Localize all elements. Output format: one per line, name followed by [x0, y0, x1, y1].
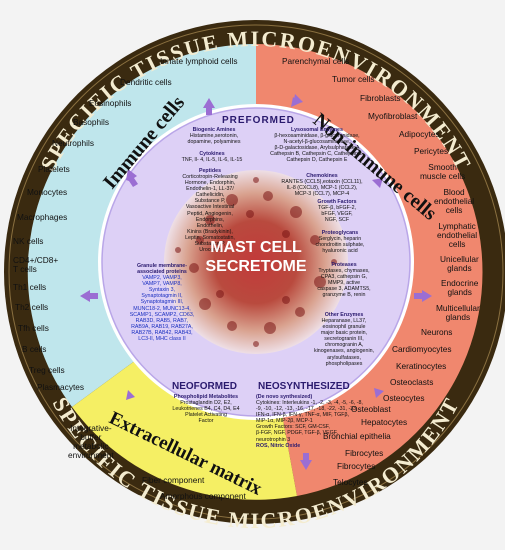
- other-enzymes-title: Other Enzymes: [324, 312, 364, 318]
- non-immune-cell-item: Telocytes: [333, 477, 368, 487]
- immune-cell-item: Treg cells: [29, 365, 65, 375]
- non-immune-cell-item: Tumor cells: [332, 74, 375, 84]
- ecm-item: Amorphous component: [160, 491, 246, 501]
- preformed-title: PREFORMED: [222, 115, 295, 126]
- biogenic-amines-text: Histamine,serotonin, dopamine, polyamine…: [187, 133, 241, 146]
- granule-block: Granule membrane- associated proteins VA…: [114, 263, 210, 342]
- non-immune-cell-item: Cardiomyocytes: [392, 344, 452, 354]
- cytokines-block: Cytokines TNF, Il- 4, IL-5, IL-6, IL-15: [162, 151, 262, 163]
- non-immune-cell-item: Smooth muscle cells: [420, 162, 466, 182]
- lysosomal-title: Lysosomal Enzymes: [291, 127, 343, 133]
- other-enzymes-block: Other Enzymes Heparanase, LL37, eosinoph…: [304, 312, 384, 367]
- non-immune-cell-item: Osteoclasts: [390, 377, 434, 387]
- growth-factors-block: Growth Factors TGF-β, bFGF-2, bFGF, VEGF…: [302, 199, 372, 223]
- immune-cell-item: NK cells: [13, 236, 44, 246]
- non-immune-cell-item: Myofibroblast: [368, 111, 418, 121]
- ecm-item: Fiber component: [142, 475, 205, 485]
- non-immune-cell-item: Hepatocytes: [361, 417, 408, 427]
- neosynthesized-title: NEOSYNTHESIZED: [258, 381, 350, 392]
- peptides-title: Peptides: [198, 168, 222, 174]
- cytokines-title: Cytokines: [199, 151, 225, 157]
- neoformed-title: NEOFORMED: [172, 381, 237, 392]
- non-immune-cell-item: Lymphatic endothelial cells: [437, 221, 478, 250]
- non-immune-cell-item: Fibrocytes: [337, 461, 376, 471]
- lysosomal-block: Lysosomal Enzymes β-hexosaminidase, β-gl…: [262, 127, 372, 163]
- growth-factors-text: TGF-β, bFGF-2, bFGF, VEGF, NGF, SCF: [317, 205, 357, 224]
- ecm-item: Integrative- buffer metabolic environmen…: [68, 423, 114, 461]
- granule-title: Granule membrane- associated proteins: [136, 263, 188, 276]
- chemokines-text: RANTES (CCL5),eotaxin (CCL11), IL-8 (CXC…: [281, 179, 363, 198]
- immune-cell-item: CD4+/CD8+ T cells: [13, 255, 59, 275]
- non-immune-cell-item: Unicellular glands: [440, 254, 479, 274]
- chemokines-block: Chemokines RANTES (CCL5),eotaxin (CCL11)…: [274, 173, 370, 197]
- immune-cell-item: Tfh cells: [18, 323, 49, 333]
- immune-cell-item: Th1 cells: [13, 282, 47, 292]
- immune-cell-item: Monocytes: [27, 187, 68, 197]
- non-immune-cell-item: Osteocytes: [383, 393, 425, 403]
- arrow-icons: [80, 94, 432, 470]
- phospholipid-title: Phospholipid Metabolites: [173, 394, 239, 400]
- immune-cell-item: Eosinophils: [89, 98, 132, 108]
- immune-cell-item: Th2 cells: [15, 302, 49, 312]
- biogenic-amines-title: Biogenic Amines: [192, 127, 236, 133]
- proteoglycans-title: Proteoglycans: [321, 230, 359, 236]
- immune-cell-item: Platelets: [38, 164, 70, 174]
- non-immune-cell-item: Multicellular glands: [436, 303, 480, 323]
- biogenic-amines-block: Biogenic Amines Histamine,serotonin, dop…: [166, 127, 262, 145]
- lysosomal-text: β-hexosaminidase, β-glucuronidase, N-ace…: [270, 133, 364, 164]
- center-title: MAST CELL SECRETOME: [205, 239, 307, 276]
- non-immune-cell-item: Pericytes: [414, 146, 449, 156]
- immune-cell-item: Dendritic cells: [120, 77, 172, 87]
- non-immune-cell-item: Osteoblast: [351, 404, 391, 414]
- proteoglycans-text: Serglycin, heparin chondroitin sulphate,…: [315, 236, 365, 255]
- non-immune-cell-item: Endocrine glands: [441, 278, 479, 298]
- neoformed-block: Phospholipid Metabolites Prostaglandin D…: [156, 394, 256, 424]
- proteases-text: Tryptases, chymases, CPA3, cathepsin G, …: [317, 268, 371, 299]
- immune-cell-item: Macrophages: [17, 212, 68, 222]
- granule-text: VAMP2, VAMP3, VAMP7, VAMP8, Syntaxin 3, …: [129, 275, 195, 342]
- neosynthesized-cytokines: Cytokines: Interleukins -1, -2, -3, -4, …: [256, 400, 363, 425]
- neosynthesized-subtitle: (De novo synthesized): [256, 394, 313, 400]
- non-immune-cell-item: Neurons: [421, 327, 453, 337]
- peptides-text: Corticotropin-Releasing Hormone, Endorph…: [182, 174, 238, 254]
- non-immune-cell-item: Keratinocytes: [396, 361, 447, 371]
- immune-cell-item: Plasmacytes: [37, 382, 85, 392]
- peptides-block: Peptides Corticotropin-Releasing Hormone…: [166, 168, 254, 253]
- neosynthesized-block: (De novo synthesized) Cytokines: Interle…: [256, 394, 386, 449]
- phospholipid-text: Prostaglandin D2, E2, Leukotrienes B4, C…: [172, 400, 240, 425]
- granules: [175, 177, 337, 347]
- non-immune-cell-item: Fibroblasts: [360, 93, 401, 103]
- non-immune-cell-item: Bronchial epithelia: [323, 431, 391, 441]
- non-immune-cell-item: Fibrocytes: [345, 448, 384, 458]
- non-immune-cell-item: Parenchymal cells: [282, 56, 350, 66]
- non-immune-cell-item: Blood endothelial cells: [434, 187, 475, 216]
- proteases-block: Proteases Tryptases, chymases, CPA3, cat…: [304, 262, 384, 298]
- proteoglycans-block: Proteoglycans Serglycin, heparin chondro…: [300, 230, 380, 254]
- immune-cell-item: Basophils: [73, 117, 109, 127]
- immune-cell-item: Neutrophils: [52, 138, 94, 148]
- non-immune-cell-item: Adipocytes: [399, 129, 440, 139]
- cytokines-text: TNF, Il- 4, IL-5, IL-6, IL-15: [181, 157, 243, 164]
- chemokines-title: Chemokines: [306, 173, 338, 179]
- immune-cell-item: Innate lymphoid cells: [160, 56, 238, 66]
- neosynthesized-ros: ROS, Nitric Oxide: [256, 442, 301, 449]
- immune-cell-item: B cells: [22, 344, 47, 354]
- other-enzymes-text: Heparanase, LL37, eosinophil granule maj…: [313, 318, 375, 367]
- proteases-title: Proteases: [331, 262, 357, 268]
- neosynthesized-growth: Growth Factors: SCF, GM-CSF, β-FGF, NGF,…: [256, 424, 338, 443]
- growth-factors-title: Growth Factors: [317, 199, 357, 205]
